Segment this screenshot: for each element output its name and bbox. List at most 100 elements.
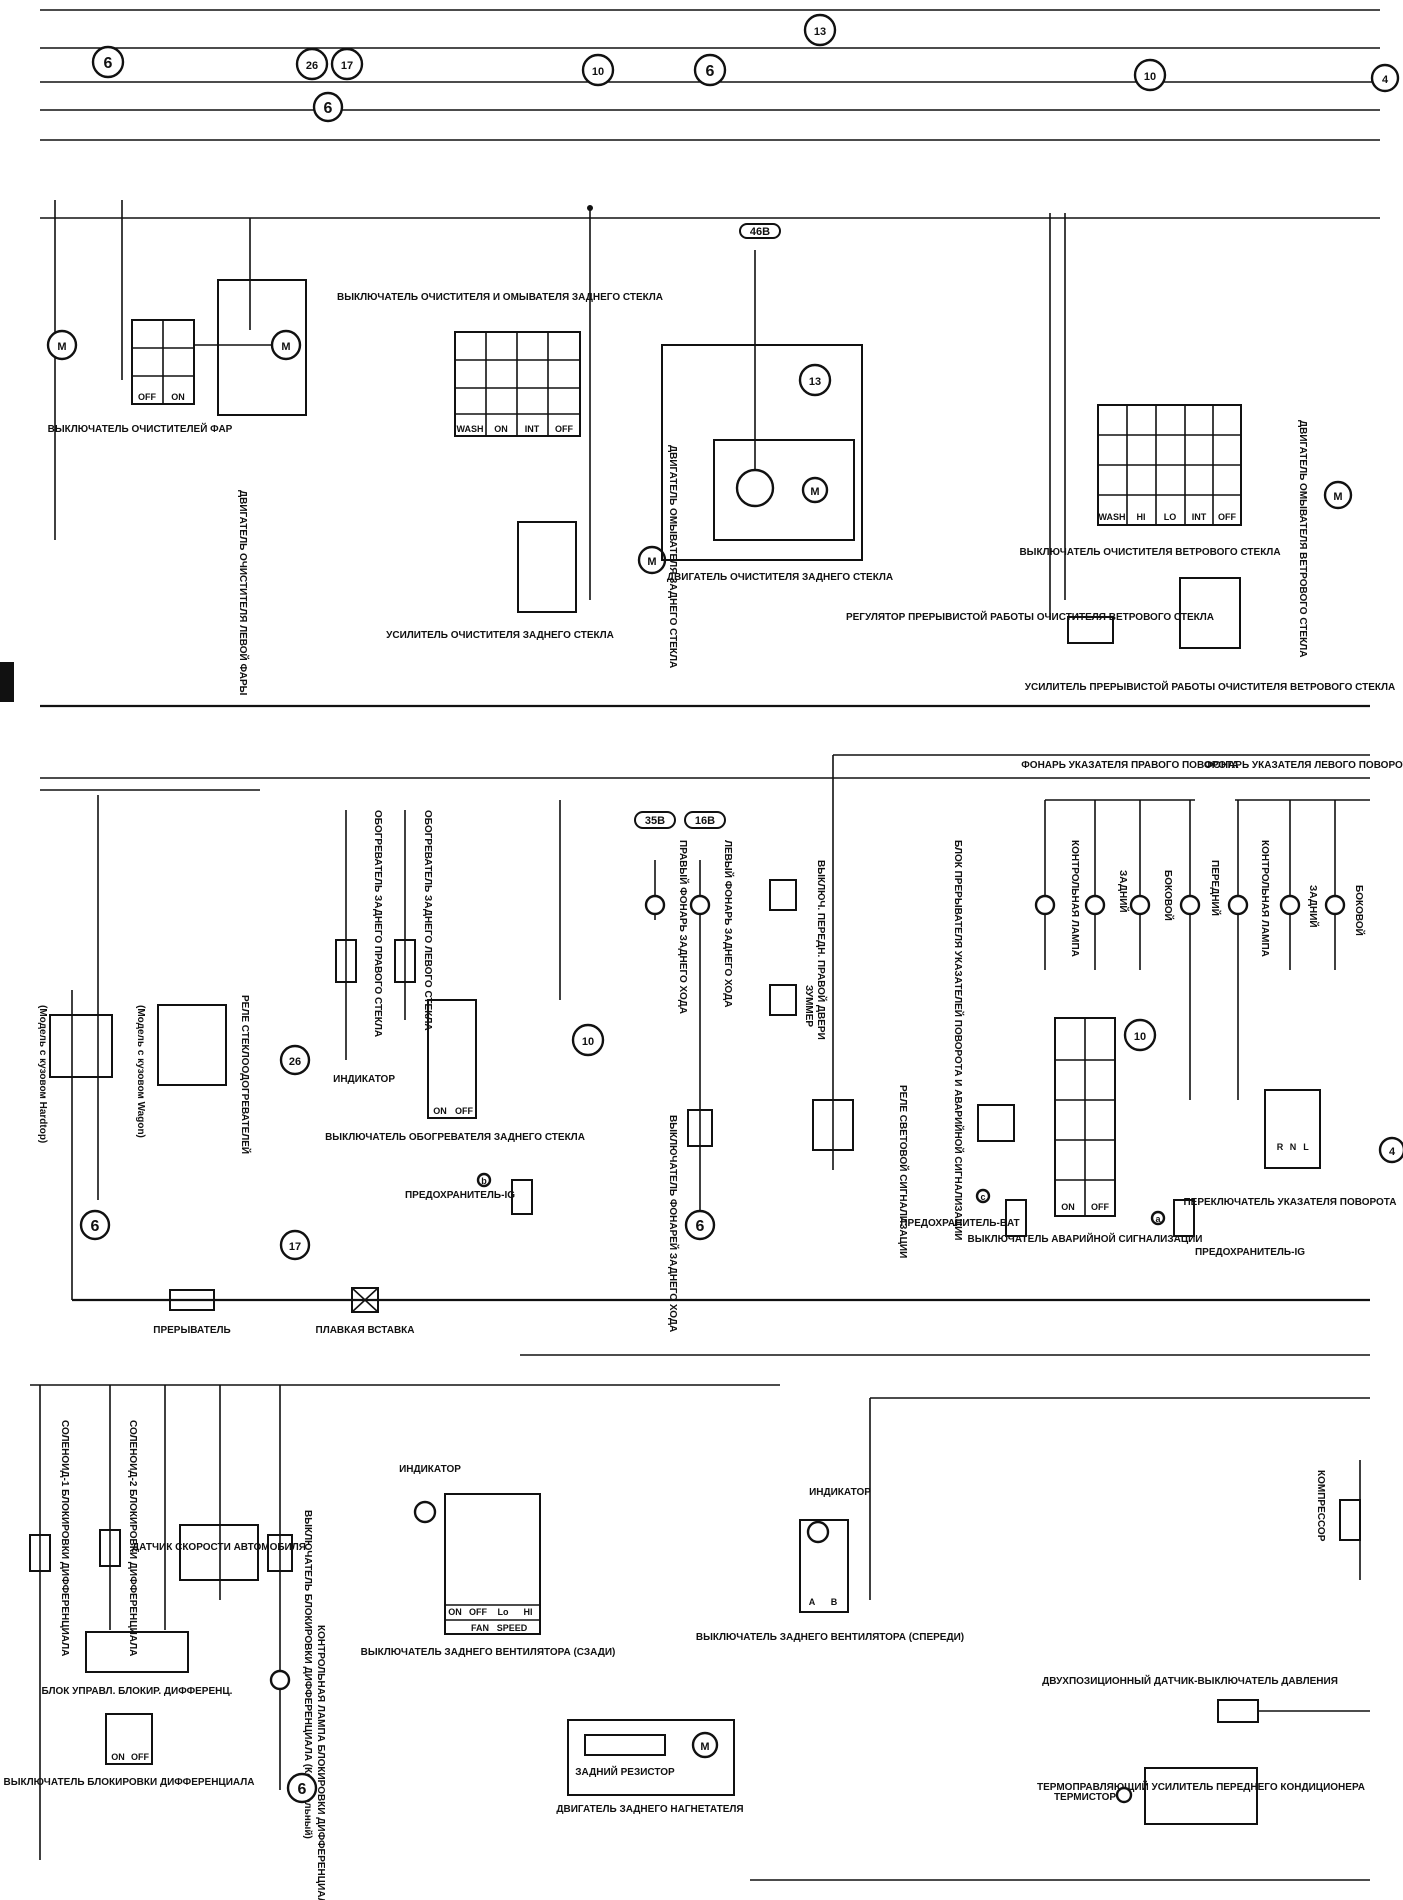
bus-ref-6b: 6 [706, 63, 715, 80]
right-lamp-side: БОКОВОЙ [1162, 870, 1175, 921]
defogger-switch-pos-off: OFF [455, 1106, 473, 1116]
rear-switch-pos-on: ON [494, 424, 508, 434]
rear-fan-switch-rear-label: ВЫКЛЮЧАТЕЛЬ ЗАДНЕГО ВЕНТИЛЯТОРА (СЗАДИ) [361, 1647, 616, 1658]
fuse-ig [1173, 1199, 1195, 1237]
fuse-bat-ref: c [980, 1192, 985, 1202]
defogger-relay-label: РЕЛЕ СТЕКЛООДОГРЕВАТЕЛЕЙ [239, 995, 252, 1154]
turn-left-group-label: ФОНАРЬ УКАЗАТЕЛЯ ЛЕВОГО ПОВОРОТА [1205, 760, 1403, 771]
front-fan-pos-a: A [809, 1597, 816, 1607]
interval-amplifier-label: УСИЛИТЕЛЬ ПРЕРЫВИСТОЙ РАБОТЫ ОЧИСТИТЕЛЯ … [1025, 680, 1396, 693]
reverse-ref-35b: 35B [645, 815, 665, 827]
buzzer-label: ЗУММЕР [803, 985, 814, 1027]
front-switch-pos-wash: WASH [1099, 512, 1126, 522]
defogger-fuse-label: ПРЕДОХРАНИТЕЛЬ-IG [405, 1190, 515, 1201]
solenoid-2 [99, 1529, 121, 1567]
rear-fan-indicator-left: ИНДИКАТОР [399, 1464, 461, 1475]
diff-switch-pos-off: OFF [131, 1752, 149, 1762]
fuse-bat-label: ПРЕДОХРАНИТЕЛЬ-BAT [900, 1218, 1019, 1229]
interval-regulator-label: РЕГУЛЯТОР ПРЕРЫВИСТОЙ РАБОТЫ ОЧИСТИТЕЛЯ … [846, 610, 1214, 623]
rear-switch-pos-int: INT [525, 424, 540, 434]
turn-switch-label: ПЕРЕКЛЮЧАТЕЛЬ УКАЗАТЕЛЯ ПОВОРОТА [1183, 1197, 1396, 1208]
turn-pos-l: L [1303, 1142, 1309, 1152]
rear-fan-indicator-right: ИНДИКАТОР [809, 1487, 871, 1498]
bus-ref-sub-6: 6 [324, 100, 333, 117]
rear-resistor [584, 1734, 666, 1756]
diff-lock-switch [105, 1713, 153, 1765]
headlamp-wiper-motor-label: ДВИГАТЕЛЬ ОЧИСТИТЕЛЯ ЛЕВОЙ ФАРЫ [237, 490, 250, 696]
flasher-unit [977, 1104, 1015, 1142]
defogger-ref-6: 6 [91, 1218, 100, 1235]
defogger-ref-26: 26 [289, 1056, 301, 1068]
right-lamp-rear: ЗАДНИЙ [1117, 870, 1130, 913]
defogger-switch-label: ВЫКЛЮЧАТЕЛЬ ОБОГРЕВАТЕЛЯ ЗАДНЕГО СТЕКЛА [325, 1132, 585, 1143]
right-turn-lamps: КОНТРОЛЬНАЯ ЛАМПА ЗАДНИЙ БОКОВОЙ ПЕРЕДНИ… [1034, 800, 1222, 1100]
rear-wiper-motor-box [713, 439, 855, 541]
rear-motor-ref: 13 [809, 376, 821, 388]
rear-wiper-motor-label: ДВИГАТЕЛЬ ОЧИСТИТЕЛЯ ЗАДНЕГО СТЕКЛА [667, 572, 893, 583]
top-bus [40, 9, 1380, 219]
bus-ref-10: 10 [592, 66, 604, 78]
defogger-ref-17: 17 [289, 1241, 301, 1253]
left-turn-lamps: КОНТРОЛЬНАЯ ЛАМПА ЗАДНИЙ БОКОВОЙ [1227, 800, 1366, 1100]
rear-resistor-label: ЗАДНИЙ РЕЗИСТОР [575, 1765, 675, 1778]
diff-lock-ref-6: 6 [298, 1781, 307, 1798]
reverse-switch [687, 1109, 713, 1147]
front-washer-motor-label: ДВИГАТЕЛЬ ОМЫВАТЕЛЯ ВЕТРОВОГО СТЕКЛА [1297, 420, 1308, 657]
defogger-wagon-label: (Модель с кузовом Wagon) [135, 1005, 146, 1138]
diff-switch-pos-on: ON [111, 1752, 125, 1762]
svg-text:M: M [57, 341, 66, 353]
rear-blower-motor-label: ДВИГАТЕЛЬ ЗАДНЕГО НАГНЕТАТЕЛЯ [556, 1804, 743, 1815]
turn-switch [1264, 1089, 1321, 1169]
reverse-right-label: ПРАВЫЙ ФОНАРЬ ЗАДНЕГО ХОДА [677, 840, 690, 1014]
defogger-ref-10: 10 [582, 1036, 594, 1048]
front-switch-pos-int: INT [1192, 512, 1207, 522]
circuit-breaker-label: ПРЕРЫВАТЕЛЬ [153, 1325, 230, 1336]
fuse-bat [1005, 1199, 1027, 1237]
hazard-pos-off: OFF [1091, 1202, 1109, 1212]
ac-amplifier [1144, 1767, 1258, 1825]
defogger-fuse [511, 1179, 533, 1215]
door-switch [769, 879, 797, 911]
fan-pos-on: ON [448, 1607, 462, 1617]
hazard-switch-label: ВЫКЛЮЧАТЕЛЬ АВАРИЙНОЙ СИГНАЛИЗАЦИИ [967, 1232, 1202, 1245]
bus-ref-26: 26 [306, 60, 318, 72]
diff-lock-check-switch [267, 1534, 293, 1572]
bus-ref-4: 4 [1382, 74, 1389, 86]
interval-regulator [1067, 616, 1114, 644]
defogger-fuse-ref: b [481, 1176, 487, 1186]
turn-pos-n: N [1290, 1142, 1297, 1152]
pressure-switch-label: ДВУХПОЗИЦИОННЫЙ ДАТЧИК-ВЫКЛЮЧАТЕЛЬ ДАВЛЕ… [1042, 1674, 1338, 1687]
defogger-section: РЕЛЕ СТЕКЛООДОГРЕВАТЕЛЕЙ (Модель с кузов… [37, 795, 605, 1300]
front-switch-pos-lo: LO [1164, 512, 1177, 522]
reverse-left-label: ЛЕВЫЙ ФОНАРЬ ЗАДНЕГО ХОДА [722, 840, 735, 1007]
door-switch-label: ВЫКЛЮЧ. ПЕРЕДН. ПРАВОЙ ДВЕРИ [815, 860, 828, 1040]
headlamp-wiper-switch-label: ВЫКЛЮЧАТЕЛЬ ОЧИСТИТЕЛЕЙ ФАР [48, 422, 233, 435]
fuse-ig-label: ПРЕДОХРАНИТЕЛЬ-IG [1195, 1247, 1305, 1258]
interval-amplifier [1179, 577, 1241, 649]
left-lamp-side: БОКОВОЙ [1353, 885, 1366, 936]
svg-text:M: M [700, 1741, 709, 1753]
front-fan-pos-b: B [831, 1597, 838, 1607]
fusible-link-label: ПЛАВКАЯ ВСТАВКА [316, 1325, 415, 1336]
buzzer [769, 984, 797, 1016]
headlamp-switch-pos-on: ON [171, 392, 185, 402]
front-switch-pos-hi: HI [1137, 512, 1146, 522]
pressure-switch [1217, 1699, 1259, 1723]
bus-ref-17: 17 [341, 60, 353, 72]
speed-sensor-label: ДАТЧИК СКОРОСТИ АВТОМОБИЛЯ [132, 1542, 306, 1553]
solenoid-1-label: СОЛЕНОИД-1 БЛОКИРОВКИ ДИФФЕРЕНЦИАЛА [59, 1420, 70, 1656]
main-fuse-rail: ПРЕРЫВАТЕЛЬ ПЛАВКАЯ ВСТАВКА [72, 1287, 1370, 1356]
rear-wiper-amplifier-label: УСИЛИТЕЛЬ ОЧИСТИТЕЛЯ ЗАДНЕГО СТЕКЛА [386, 630, 614, 641]
flasher-label: БЛОК ПРЕРЫВАТЕЛЯ УКАЗАТЕЛЕЙ ПОВОРОТА И А… [952, 840, 965, 1240]
door-buzzer-section: ВЫКЛЮЧ. ПЕРЕДН. ПРАВОЙ ДВЕРИ ЗУММЕР РЕЛЕ… [769, 754, 1370, 1258]
headlamp-switch-pos-off: OFF [138, 392, 156, 402]
rear-fan-section: FAN SPEED ON OFF Lo HI ВЫКЛЮЧАТЕЛЬ ЗАДНЕ… [361, 1398, 964, 1815]
turn-ref-10: 10 [1134, 1031, 1146, 1043]
fan-pos-hi: HI [524, 1607, 533, 1617]
left-lamp-pilot: КОНТРОЛЬНАЯ ЛАМПА [1259, 840, 1270, 957]
reverse-ref-6: 6 [696, 1218, 705, 1235]
diff-lock-switch-label: ВЫКЛЮЧАТЕЛЬ БЛОКИРОВКИ ДИФФЕРЕНЦИАЛА [3, 1777, 254, 1788]
defogger-indicator-label: ИНДИКАТОР [333, 1074, 395, 1085]
fuse-ig-ref: a [1155, 1214, 1161, 1224]
